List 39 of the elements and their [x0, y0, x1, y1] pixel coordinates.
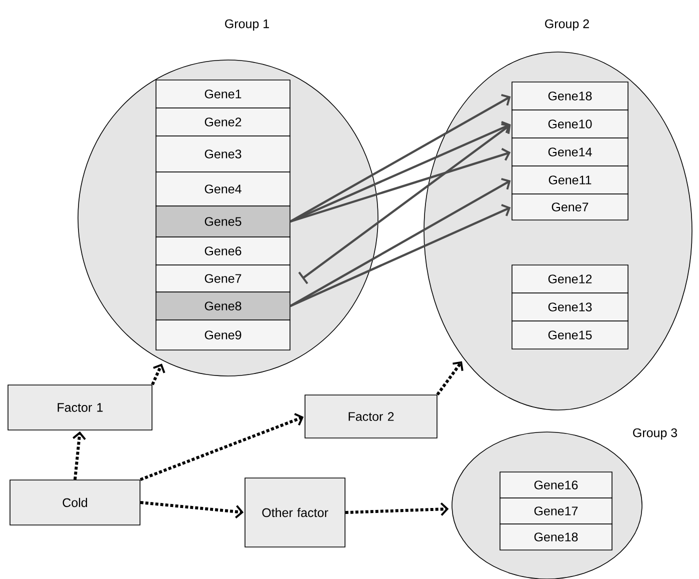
- gene-box: Gene3: [156, 136, 290, 172]
- arrow: [345, 502, 449, 516]
- factor-box: Factor 1: [8, 384, 152, 430]
- gene-box: Gene11: [512, 166, 628, 194]
- gene-box: Gene4: [156, 172, 290, 206]
- gene-box: Gene12: [512, 264, 628, 294]
- gene-box: Gene18: [500, 524, 612, 550]
- gene-box: Gene15: [512, 320, 628, 350]
- node-label: Group 2: [545, 19, 589, 31]
- factor-box: Cold: [10, 480, 140, 526]
- node-label: Group 1: [225, 19, 269, 31]
- arrow: [290, 178, 511, 307]
- gene-box: Gene16: [500, 472, 612, 498]
- arrow: [140, 501, 244, 518]
- gene-box: Gene13: [512, 292, 628, 322]
- gene-box: Gene8: [156, 292, 290, 320]
- gene-box: Gene7: [512, 194, 628, 220]
- arrow: [436, 361, 464, 396]
- arrow: [151, 364, 166, 386]
- arrow: [290, 148, 511, 223]
- gene-box: Gene1: [156, 80, 290, 108]
- gene-box: Gene5: [156, 206, 290, 238]
- node-label: Group 3: [633, 428, 678, 440]
- gene-box: Gene18: [512, 82, 628, 110]
- gene-box: Gene17: [500, 498, 612, 524]
- gene-box: Gene6: [156, 236, 290, 266]
- gene-box: Gene7: [156, 264, 290, 292]
- factor-box: Other factor: [244, 478, 346, 548]
- gene-box: Gene14: [512, 138, 628, 166]
- arrow: [290, 120, 511, 223]
- gene-box: Gene10: [512, 110, 628, 138]
- gene-box: Gene2: [156, 108, 290, 136]
- factor-box: Factor 2: [304, 394, 438, 438]
- arrow: [298, 123, 511, 284]
- gene-box: Gene9: [156, 320, 290, 350]
- arrow: [290, 204, 511, 307]
- arrow: [140, 413, 304, 481]
- arrow: [72, 431, 86, 480]
- arrow: [290, 94, 511, 222]
